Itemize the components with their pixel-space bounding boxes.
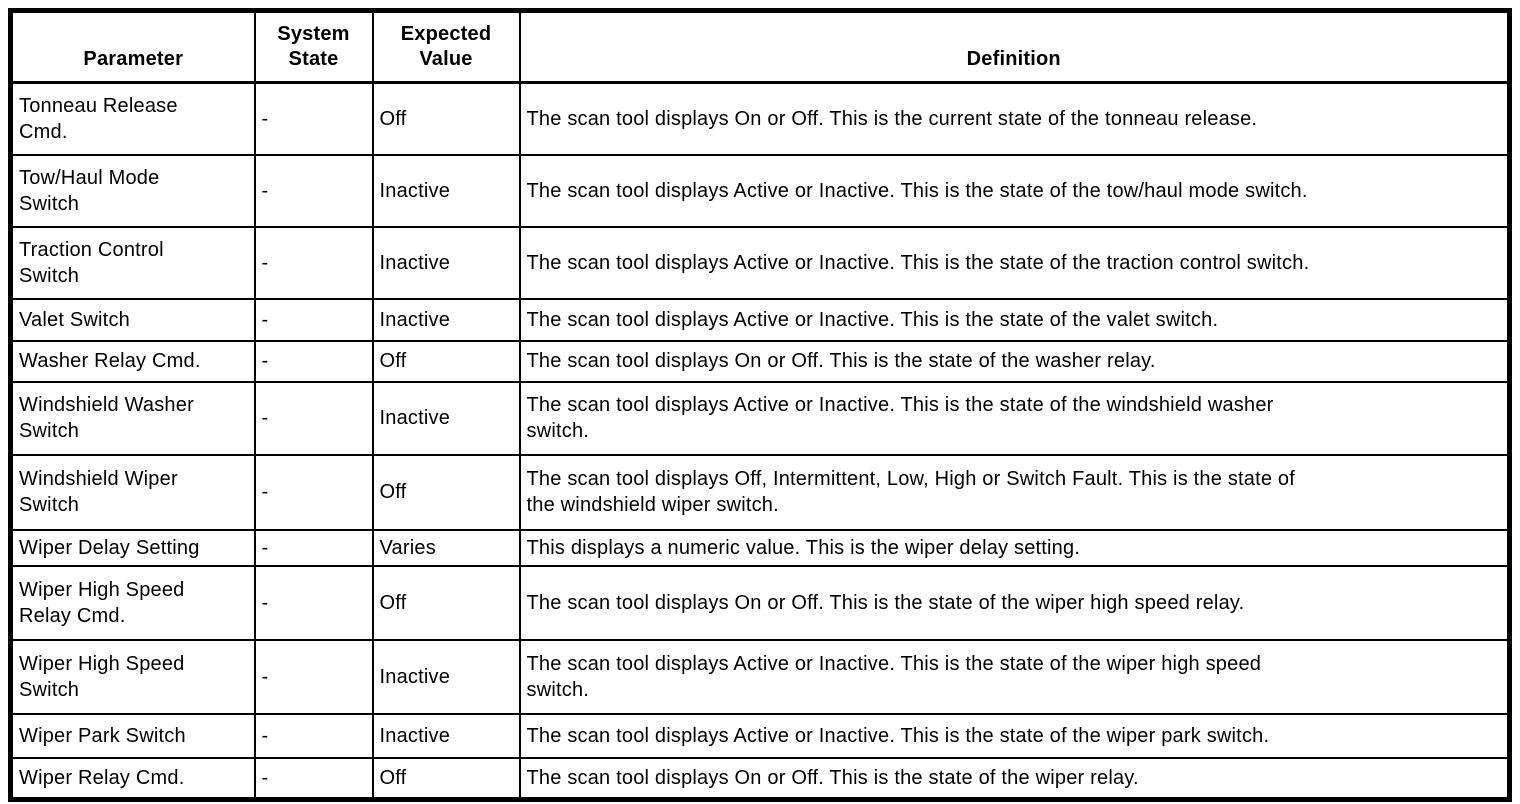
table-cell-system-state: - <box>253 297 374 342</box>
table-cell-definition: The scan tool displays Active or Inactiv… <box>518 380 1511 456</box>
table-cell-system-state: - <box>253 153 374 228</box>
table-cell-expected-value: Inactive <box>371 297 521 342</box>
table-cell-system-state: - <box>253 453 374 531</box>
table-cell-definition: The scan tool displays On or Off. This i… <box>518 339 1511 383</box>
table-cell-parameter: Tonneau Release Cmd. <box>9 81 256 156</box>
table-cell-system-state: - <box>253 638 374 715</box>
table-cell-parameter: Traction Control Switch <box>9 225 256 300</box>
table-cell-system-state: - <box>253 756 374 801</box>
table-cell-parameter: Wiper Delay Setting <box>9 528 256 567</box>
table-cell-expected-value: Inactive <box>371 225 521 300</box>
table-cell-expected-value: Off <box>371 756 521 801</box>
column-header-parameter: Parameter <box>9 9 256 84</box>
column-header-definition: Definition <box>518 9 1511 84</box>
table-cell-expected-value: Inactive <box>371 380 521 456</box>
table-cell-system-state: - <box>253 225 374 300</box>
table-cell-parameter: Windshield Washer Switch <box>9 380 256 456</box>
table-cell-expected-value: Inactive <box>371 712 521 759</box>
table-cell-system-state: - <box>253 528 374 567</box>
table-cell-parameter: Windshield Wiper Switch <box>9 453 256 531</box>
table-cell-system-state: - <box>253 380 374 456</box>
table-cell-parameter: Wiper High Speed Relay Cmd. <box>9 564 256 641</box>
table-cell-system-state: - <box>253 712 374 759</box>
table-cell-definition: The scan tool displays On or Off. This i… <box>518 756 1511 801</box>
table-header: Parameter System State Expected Value De… <box>9 9 1511 84</box>
table-cell-definition: The scan tool displays Active or Inactiv… <box>518 297 1511 342</box>
table-cell-parameter: Tow/Haul Mode Switch <box>9 153 256 228</box>
column-header-expected-value: Expected Value <box>371 9 521 84</box>
table-cell-parameter: Wiper Park Switch <box>9 712 256 759</box>
table-header-row: Parameter System State Expected Value De… <box>9 9 1511 84</box>
table-cell-definition: The scan tool displays Active or Inactiv… <box>518 225 1511 300</box>
table-cell-parameter: Wiper High Speed Switch <box>9 638 256 715</box>
table-cell-expected-value: Off <box>371 564 521 641</box>
column-header-system-state: System State <box>253 9 374 84</box>
table-cell-expected-value: Inactive <box>371 153 521 228</box>
table-cell-parameter: Washer Relay Cmd. <box>9 339 256 383</box>
table-cell-expected-value: Off <box>371 339 521 383</box>
table-cell-system-state: - <box>253 339 374 383</box>
table-cell-definition: The scan tool displays Off, Intermittent… <box>518 453 1511 531</box>
table-cell-definition: The scan tool displays On or Off. This i… <box>518 81 1511 156</box>
parameter-definition-table: Parameter System State Expected Value De… <box>8 8 1512 802</box>
table-cell-parameter: Wiper Relay Cmd. <box>9 756 256 801</box>
table-cell-system-state: - <box>253 564 374 641</box>
table-cell-definition: The scan tool displays Active or Inactiv… <box>518 153 1511 228</box>
table-cell-expected-value: Varies <box>371 528 521 567</box>
table-cell-parameter: Valet Switch <box>9 297 256 342</box>
table-cell-expected-value: Inactive <box>371 638 521 715</box>
table-cell-definition: The scan tool displays Active or Inactiv… <box>518 638 1511 715</box>
table-cell-definition: The scan tool displays On or Off. This i… <box>518 564 1511 641</box>
table-cell-definition: This displays a numeric value. This is t… <box>518 528 1511 567</box>
table-cell-expected-value: Off <box>371 453 521 531</box>
table-cell-expected-value: Off <box>371 81 521 156</box>
table-cell-definition: The scan tool displays Active or Inactiv… <box>518 712 1511 759</box>
table-cell-system-state: - <box>253 81 374 156</box>
